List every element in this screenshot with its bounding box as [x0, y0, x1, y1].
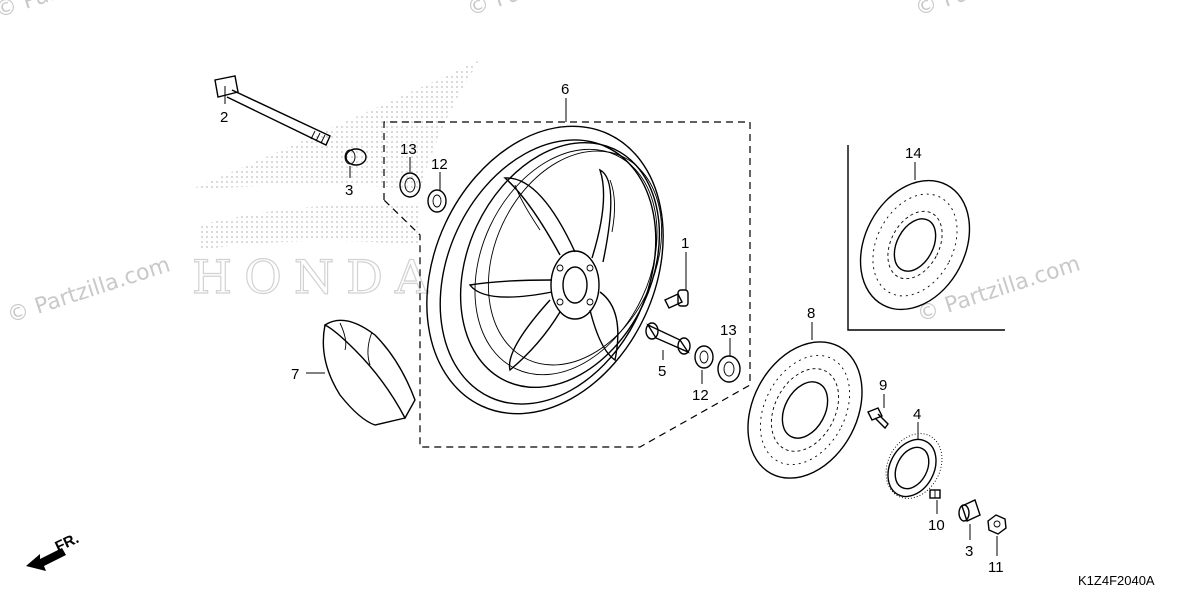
front-direction-indicator: FR.	[26, 530, 82, 571]
watermark-top-right: © Partzilla.com	[912, 0, 1081, 22]
dust-seal-upper	[399, 172, 421, 198]
callout-5: 5	[658, 363, 666, 380]
bearing-lower	[694, 345, 714, 369]
brake-disc	[747, 341, 863, 479]
watermark-right: © Partzilla.com	[914, 251, 1083, 327]
callout-1: 1	[681, 235, 689, 252]
callout-6: 6	[561, 81, 569, 98]
callout-13-lower: 13	[720, 322, 737, 339]
bearing-upper	[427, 189, 447, 213]
callout-4: 4	[913, 406, 921, 423]
watermark-top-center: © Partzilla.com	[464, 0, 633, 22]
callout-10: 10	[928, 517, 945, 534]
logo-text: HONDA	[192, 250, 440, 304]
diagram-code: K1Z4F2040A	[1078, 573, 1155, 588]
callout-labels: 1 2 3 3 4 5 6 7 8 9 10 11 12 12 13 13 14	[220, 81, 1004, 576]
callout-14: 14	[905, 145, 922, 162]
pulser-ring	[885, 433, 943, 499]
collar-part-left	[344, 148, 367, 166]
axle-part	[214, 75, 331, 146]
front-fender	[322, 319, 416, 426]
wheel-assembly-boundary	[383, 121, 751, 448]
distance-collar	[645, 322, 691, 355]
callout-11: 11	[988, 559, 1004, 576]
disc-bolt	[867, 407, 889, 430]
callout-3-right: 3	[965, 543, 973, 560]
callout-3-left: 3	[345, 182, 353, 199]
callout-12-upper: 12	[431, 156, 448, 173]
watermark-left: © Partzilla.com	[4, 252, 173, 328]
front-wheel	[426, 125, 664, 415]
collar-part-right	[958, 499, 981, 522]
ring-bolt	[929, 489, 941, 499]
valve-part	[664, 289, 689, 309]
callout-8: 8	[807, 305, 815, 322]
front-direction-label: FR.	[53, 530, 82, 556]
dust-seal-lower	[717, 355, 741, 383]
callout-7: 7	[291, 366, 299, 383]
watermark-top-left: © Partzilla.com	[0, 0, 161, 24]
callout-9: 9	[879, 377, 887, 394]
leader-lines	[224, 86, 998, 556]
callout-13-upper: 13	[400, 141, 417, 158]
disc-reference-bracket	[847, 145, 1005, 331]
front-arrow-icon	[26, 548, 66, 571]
background-logo: HONDA	[190, 60, 480, 305]
callout-12-lower: 12	[692, 387, 709, 404]
callout-2: 2	[220, 109, 228, 126]
axle-nut	[987, 514, 1007, 535]
